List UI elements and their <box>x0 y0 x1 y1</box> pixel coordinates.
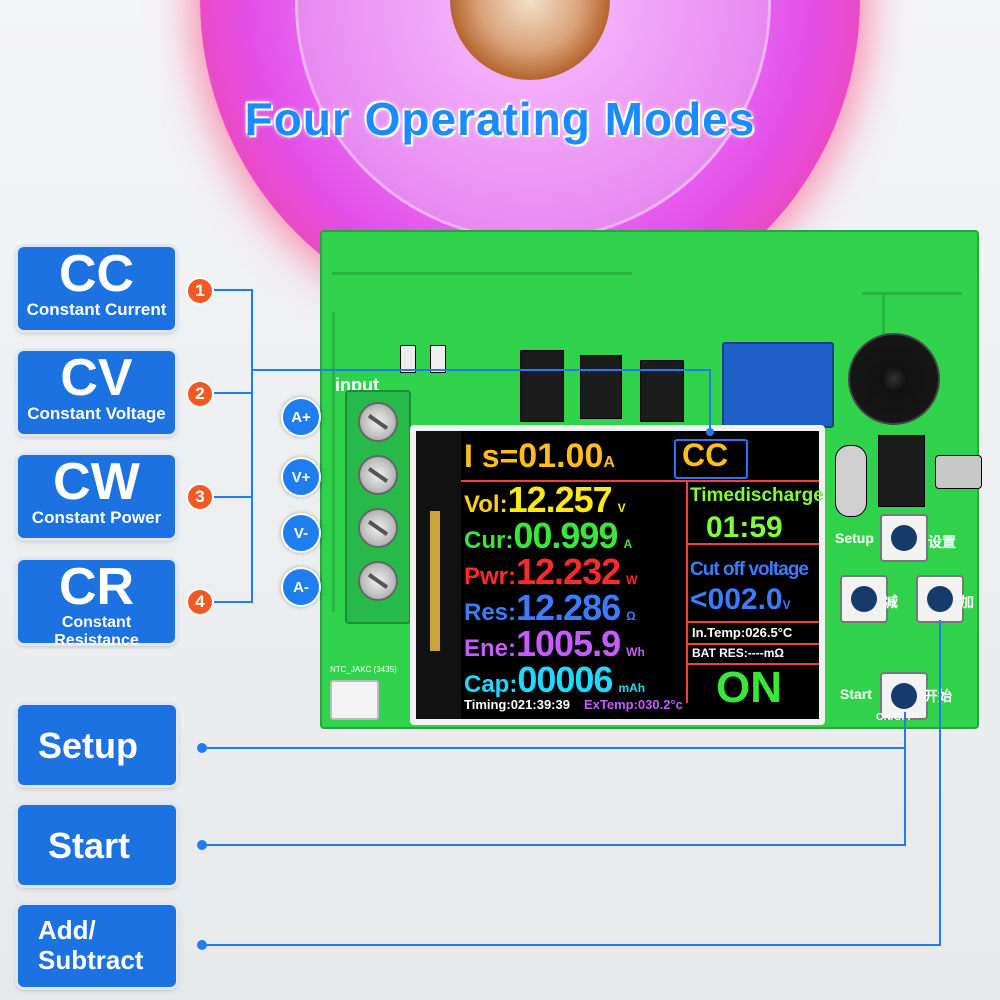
lcd-row-label: Vol <box>464 491 500 518</box>
terminal-screw[interactable] <box>358 402 398 442</box>
lcd-row-value: 12.257 <box>507 479 613 520</box>
terminal-label-v-plus: V+ <box>281 457 321 497</box>
lcd-row-unit: W <box>626 573 638 587</box>
lcd-row-value: 00006 <box>517 659 613 700</box>
mode-number-4: 4 <box>186 588 214 616</box>
add-subtract-callout: Add/ Subtract <box>18 905 176 987</box>
terminal-label-a-minus: A- <box>281 567 321 607</box>
lcd-row-unit: mAh <box>618 681 646 695</box>
resistor <box>400 345 416 373</box>
terminal-screw[interactable] <box>358 561 398 601</box>
subtract-cn-label: 减 <box>884 594 898 610</box>
add-cn-label: 加 <box>960 594 974 610</box>
resistor <box>430 345 446 373</box>
setup-cn-label: 设置 <box>928 534 956 550</box>
lcd-row-value: 1005.9 <box>516 623 621 664</box>
setup-key[interactable] <box>880 514 928 562</box>
lcd-flex-cable <box>416 431 461 719</box>
buzzer <box>848 333 940 425</box>
lcd-row-unit: V <box>617 501 626 515</box>
terminal-label-v-minus: V- <box>281 513 321 553</box>
lcd-row-unit: A <box>623 537 633 551</box>
start-pcb-label: Start <box>840 686 872 702</box>
usb-port <box>935 455 982 489</box>
lcd-row-label: Res <box>464 599 509 626</box>
input-terminal-block <box>345 390 411 624</box>
lcd-row-label: Pwr <box>464 563 509 590</box>
lcd-row-value: 12.232 <box>516 551 621 592</box>
setup-pcb-label: Setup <box>835 530 874 546</box>
intemp-readout: In.Temp:026.5°C <box>692 625 793 640</box>
extemp-readout: ExTemp:030.2°c <box>584 697 683 712</box>
lcd-row-label: Ene <box>464 635 509 662</box>
mode-number-2: 2 <box>186 380 214 408</box>
cutoff-readout: <002.0V <box>690 583 791 616</box>
lcd-row-unit: Ω <box>626 609 636 623</box>
status-readout: ON <box>716 663 782 712</box>
timedischarge-label: Timedischarge <box>690 485 824 506</box>
mode-number-1: 1 <box>186 277 214 305</box>
cutoff-label: Cut off voltage <box>690 559 809 580</box>
mode-card-cc: CC Constant Current <box>18 247 175 330</box>
ntc-label: NTC_JAKC (3435) <box>330 665 397 674</box>
terminal-screw[interactable] <box>358 455 398 495</box>
lcd-row-value: 12.286 <box>516 587 621 628</box>
lcd-row-label: Cap <box>464 671 510 698</box>
add-key[interactable] <box>916 575 964 623</box>
terminal-screw[interactable] <box>358 508 398 548</box>
mode-card-cw: CW Constant Power <box>18 455 175 538</box>
setup-callout: Setup <box>18 705 176 785</box>
mode-readout: CC <box>682 437 729 473</box>
timedischarge-value: 01:59 <box>706 511 783 544</box>
timing-readout: Timing:021:39:39 <box>464 697 570 712</box>
terminal-label-a-plus: A+ <box>281 397 321 437</box>
mode-number-3: 3 <box>186 483 214 511</box>
chip <box>520 350 564 422</box>
start-callout: Start <box>18 805 176 885</box>
subtract-key[interactable] <box>840 575 888 623</box>
mode-card-cv: CV Constant Voltage <box>18 351 175 434</box>
lcd-row-label: Cur <box>464 527 506 554</box>
chip <box>878 435 925 507</box>
page-title: Four Operating Modes <box>244 93 756 145</box>
batres-readout: BAT RES:----mΩ <box>692 646 785 660</box>
start-cn-label: 开始 <box>924 688 952 704</box>
ntc-connector <box>330 680 379 720</box>
lcd-row-unit: Wh <box>626 645 645 659</box>
mode-card-cr: CR Constant Resistance <box>18 560 175 649</box>
mode-indicator-box <box>674 439 748 479</box>
set-current-readout: I s=01.00A <box>464 437 615 475</box>
crystal <box>835 445 867 517</box>
onoff-label: ON/OFF <box>876 712 914 723</box>
chip <box>580 355 622 419</box>
lcd-row-value: 00.999 <box>513 515 618 556</box>
